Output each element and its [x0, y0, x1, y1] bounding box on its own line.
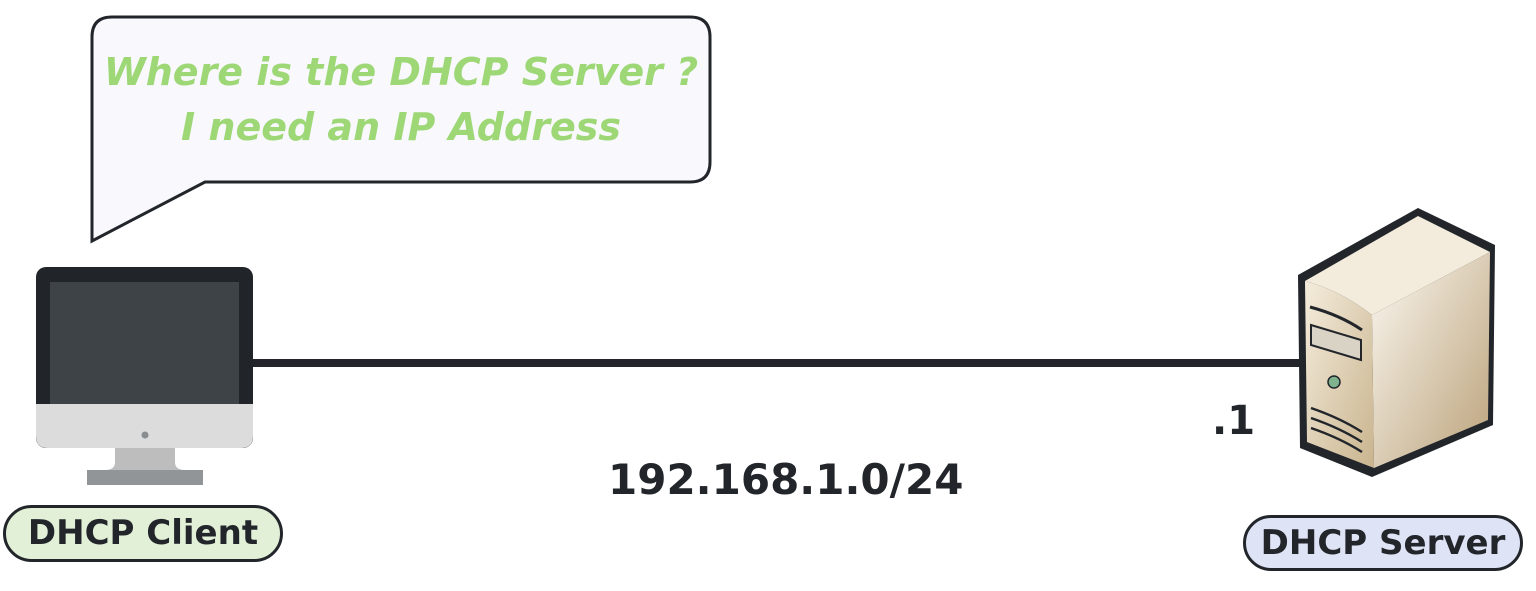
subnet-label: 192.168.1.0/24 — [608, 455, 964, 504]
speech-bubble — [90, 15, 712, 244]
server-label: DHCP Server — [1243, 515, 1523, 571]
client-label: DHCP Client — [3, 505, 283, 562]
bubble-request: I need an IP Address — [181, 105, 621, 149]
desktop-computer-icon — [36, 267, 253, 485]
server-icon — [1298, 208, 1495, 477]
server-host-id: .1 — [1212, 398, 1256, 444]
bubble-question: Where is the DHCP Server ? — [103, 50, 699, 94]
